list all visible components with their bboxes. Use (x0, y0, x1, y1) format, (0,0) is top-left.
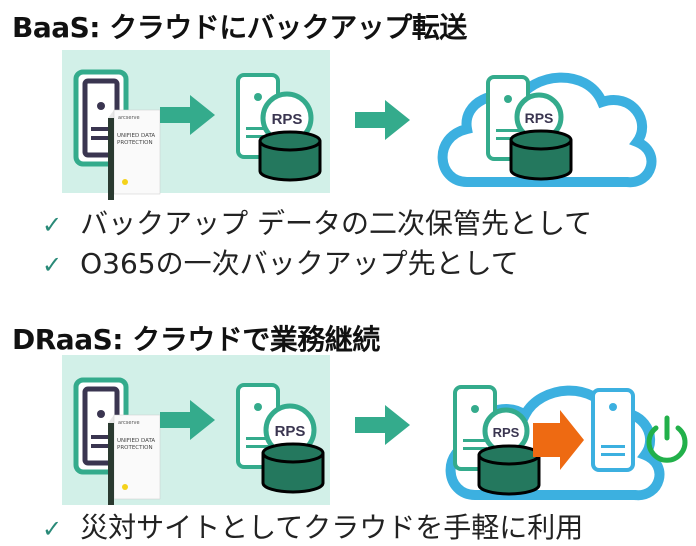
box-name-line2: PROTECTION (117, 140, 153, 146)
product-box-icon: arcserve UNIFIED DATA PROTECTION (108, 109, 161, 200)
rps-label: RPS (272, 111, 303, 128)
baas-title: BaaS: クラウドにバックアップ転送 (12, 11, 467, 44)
server-icon (591, 388, 635, 472)
check-icon: ✓ (42, 251, 63, 279)
database-icon (258, 130, 322, 182)
power-icon (646, 415, 688, 463)
bullet-text: 災対サイトとしてクラウドを手軽に利用 (80, 511, 584, 544)
box-name-line2: PROTECTION (117, 445, 153, 451)
bullet-item: ✓ O365の一次バックアップ先として (42, 242, 519, 282)
box-brand: arcserve (118, 420, 140, 426)
bullet-item: ✓ 災対サイトとしてクラウドを手軽に利用 (42, 506, 583, 546)
box-name-line1: UNIFIED DATA (117, 133, 155, 139)
arrow-right-icon (355, 405, 410, 445)
failover-arrow-icon (533, 410, 584, 470)
rps-label: RPS (493, 425, 520, 440)
bullet-item: ✓ バックアップ データの二次保管先として (42, 202, 592, 242)
draas-title: DRaaS: クラウドで業務継続 (12, 323, 380, 356)
arrow-right-icon (355, 100, 410, 140)
bullet-text: O365の一次バックアップ先として (80, 247, 519, 280)
database-icon (261, 442, 325, 494)
product-box-icon: arcserve UNIFIED DATA PROTECTION (108, 414, 161, 505)
database-icon (477, 444, 541, 496)
check-icon: ✓ (42, 515, 63, 543)
box-brand: arcserve (118, 115, 140, 121)
box-name-line1: UNIFIED DATA (117, 438, 155, 444)
database-icon (509, 129, 573, 181)
bullet-text: バックアップ データの二次保管先として (80, 207, 593, 240)
check-icon: ✓ (42, 211, 63, 239)
rps-label: RPS (525, 110, 554, 126)
rps-label: RPS (275, 423, 306, 440)
